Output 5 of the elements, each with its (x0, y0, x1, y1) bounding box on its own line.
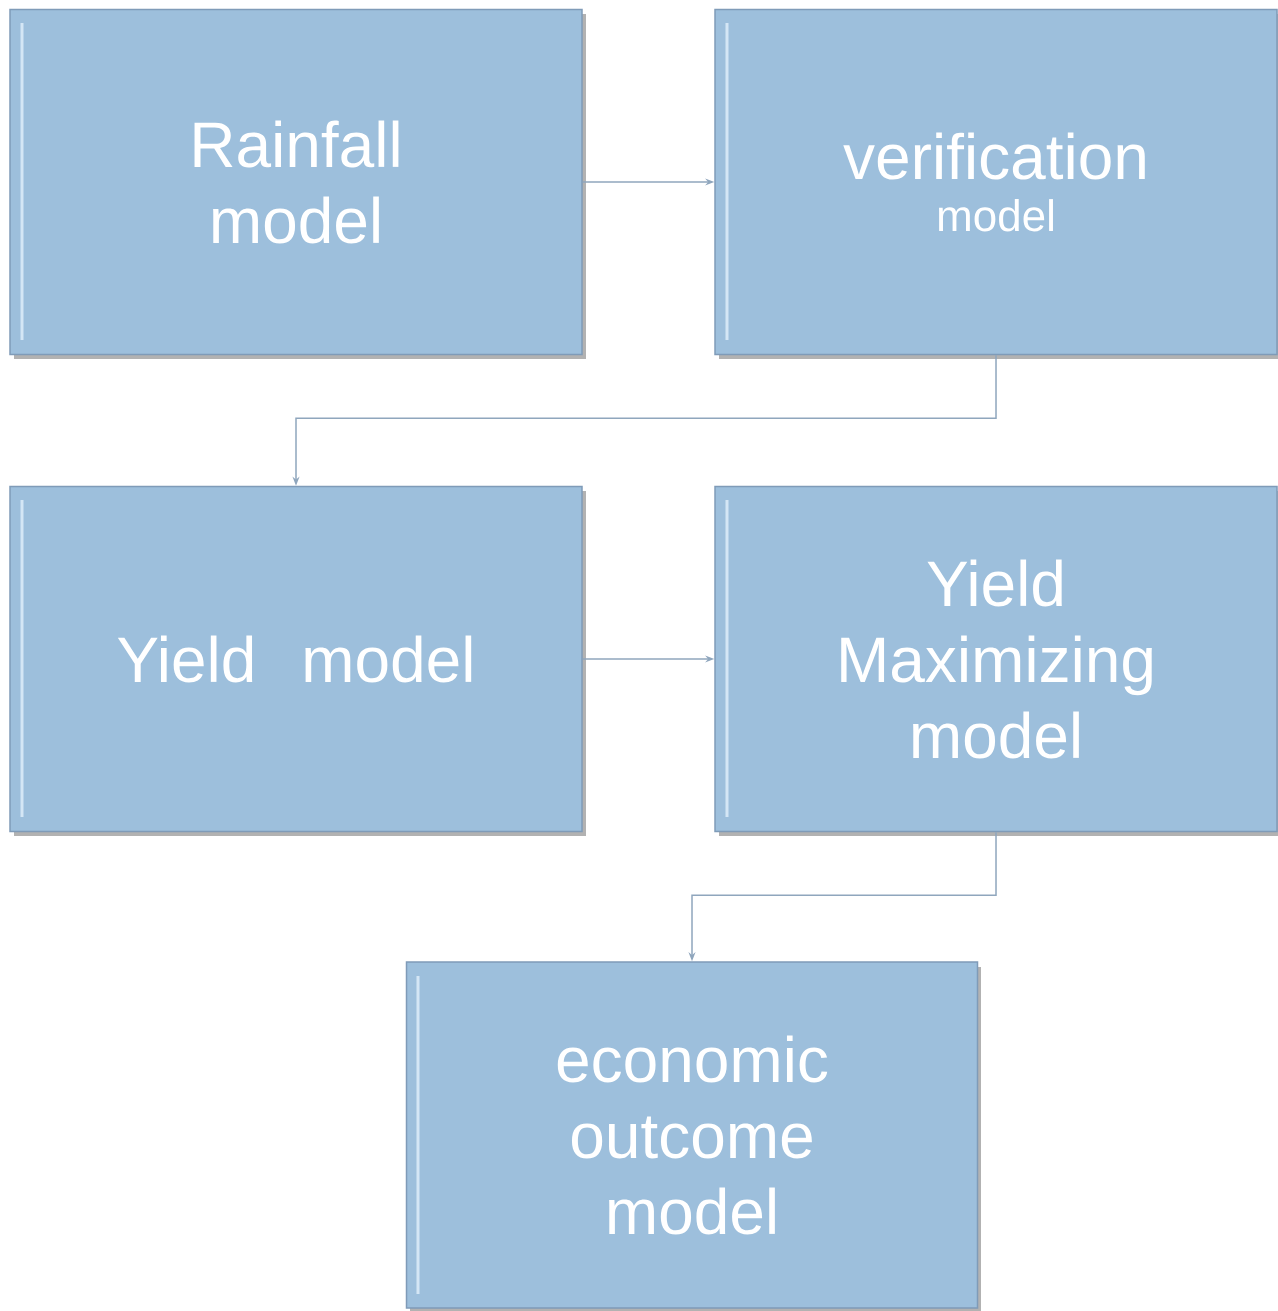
process-box: verification model (714, 8, 1278, 359)
process-box: Yield Maximizing model (714, 485, 1278, 836)
process-box: economic outcome model (405, 961, 981, 1311)
process-box: Rainfall model (9, 8, 586, 359)
process-box: Yield model (9, 485, 586, 836)
